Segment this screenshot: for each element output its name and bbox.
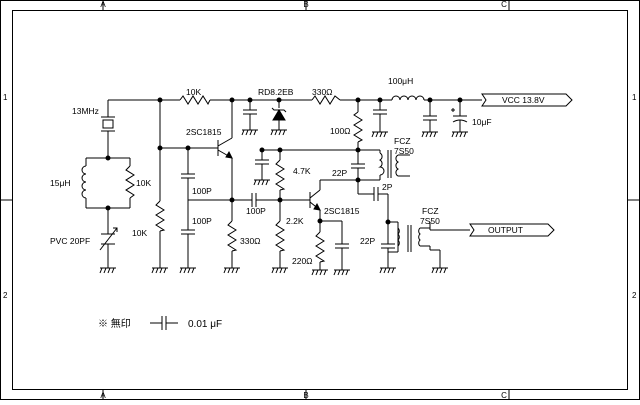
cap-100p-a-label: 100P	[192, 186, 212, 196]
fcz1-model-label: 7S50	[394, 146, 414, 156]
output-port: OUTPUT	[469, 223, 555, 237]
choke-label: 100μH	[388, 76, 413, 86]
vcc-label: VCC 13.8V	[502, 95, 545, 105]
coil-15uh-label: 15μH	[50, 178, 71, 188]
ground-2k2	[271, 267, 288, 274]
resistor-10k-bottom	[155, 200, 166, 232]
ground-22p	[379, 267, 396, 274]
row-label-right-2: 2	[632, 291, 637, 300]
resistor-2k2	[275, 220, 286, 252]
fcz1-secondary	[395, 154, 400, 177]
cap-100p-coupling-label: 100P	[246, 206, 266, 216]
zener-label: RD8.2EB	[258, 87, 294, 97]
resistor-330-top	[311, 95, 341, 105]
cap-2p-label: 2P	[382, 182, 393, 192]
cap-100p-b-label: 100P	[192, 216, 212, 226]
junction-dots	[105, 97, 463, 225]
transistor-1-symbol	[217, 137, 233, 159]
resistor-220	[315, 231, 326, 263]
transistor-2-symbol	[309, 180, 321, 211]
fcz2-secondary	[418, 227, 421, 247]
note-value-label: 0.01 μF	[188, 319, 222, 330]
ground-bypass-100	[371, 131, 388, 138]
column-label-bottom-a: A	[100, 391, 106, 400]
fcz2-primary	[397, 227, 400, 247]
ground-10k	[151, 267, 168, 274]
resistor-10k-bottom-label: 10K	[132, 228, 147, 238]
zener-diode-symbol	[271, 107, 287, 121]
vcc-port: VCC 13.8V	[481, 93, 573, 107]
ground-symbols	[99, 129, 468, 276]
resistor-4k7	[275, 159, 286, 191]
ground-output	[431, 267, 448, 274]
ground-330	[223, 267, 240, 274]
ground-bypass-zener	[241, 129, 258, 136]
cap-22p-a-label: 22P	[332, 168, 347, 178]
resistor-4k7-label: 4.7K	[293, 166, 311, 176]
capacitance-note: ※ 無印 0.01 μF	[98, 316, 222, 330]
fcz2-name-label: FCZ	[422, 206, 439, 216]
ground-bypass-out	[421, 131, 438, 138]
transistor-1-label: 2SC1815	[186, 127, 222, 137]
resistors	[125, 95, 364, 263]
capacitors	[99, 108, 468, 251]
column-label-top-c: C	[501, 0, 507, 9]
resistor-330-bottom	[227, 220, 238, 252]
ground-10uf	[451, 131, 468, 138]
fcz1-primary	[378, 152, 385, 176]
coil-15uh	[81, 165, 87, 199]
ground-emitter-cap	[333, 269, 350, 276]
resistor-10k-top	[179, 95, 211, 106]
resistor-10k-coil	[125, 165, 135, 199]
resistor-100	[353, 111, 364, 143]
ground-220	[311, 269, 328, 276]
column-label-bottom-b: B	[303, 391, 308, 400]
column-label-top-a: A	[100, 0, 106, 9]
cap-22p-b-label: 22P	[360, 236, 375, 246]
output-label: OUTPUT	[488, 225, 523, 235]
transistor-2-label: 2SC1815	[324, 206, 360, 216]
column-label-top-b: B	[303, 0, 308, 9]
fcz2-model-label: 7S50	[420, 216, 440, 226]
note-mark-label: ※ 無印	[98, 317, 131, 330]
crystal-label: 13MHz	[72, 106, 99, 116]
row-label-left-1: 1	[3, 93, 8, 102]
inductors	[81, 95, 431, 252]
resistor-2k2-label: 2.2K	[286, 216, 304, 226]
resistor-100-label: 100Ω	[330, 126, 351, 136]
resistor-330-bottom-label: 330Ω	[240, 236, 261, 246]
ground-100p	[179, 267, 196, 274]
pvc-label: PVC 20PF	[50, 236, 90, 246]
column-label-bottom-c: C	[501, 391, 507, 400]
frame-labels: A B C A B C 1 2 1 2	[3, 0, 637, 400]
resistor-10k-coil-label: 10K	[136, 178, 151, 188]
resistor-330-top-label: 330Ω	[312, 87, 333, 97]
choke-100uh	[391, 95, 425, 101]
ground-zener	[270, 129, 287, 136]
resistor-10k-top-label: 10K	[186, 87, 201, 97]
ground-pvc	[99, 267, 116, 274]
row-label-left-2: 2	[3, 291, 8, 300]
resistor-220-label: 220Ω	[292, 256, 313, 266]
fcz1-name-label: FCZ	[394, 136, 411, 146]
note-capacitor-icon	[150, 316, 178, 330]
row-label-right-1: 1	[632, 93, 637, 102]
component-labels: 13MHz 10K RD8.2EB 330Ω 100μH 10μF 2SC181…	[50, 76, 492, 266]
crystal-symbol	[101, 116, 115, 132]
ground-bypass-mid	[253, 179, 270, 186]
cap-10uf-label: 10μF	[472, 117, 492, 127]
